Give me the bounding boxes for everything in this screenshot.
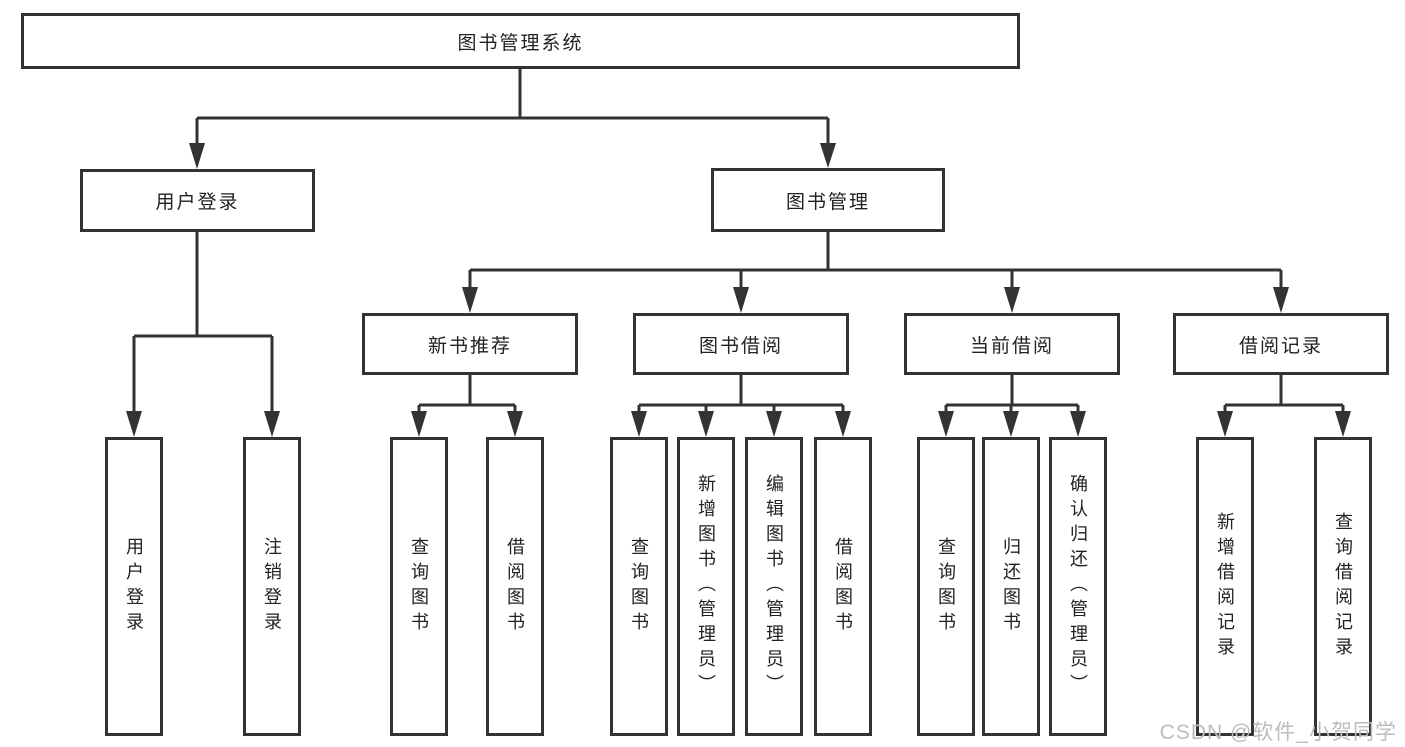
node-leaf-newbooks-query-books-label: 查询图书 (409, 536, 429, 637)
node-borrow-records-label: 借阅记录 (1238, 335, 1323, 357)
node-new-book-recommend: 新书推荐 (362, 313, 578, 375)
node-borrow-records: 借阅记录 (1173, 313, 1389, 375)
node-leaf-newbooks-query-books: 查询图书 (390, 437, 448, 736)
node-root-label: 图书管理系统 (457, 32, 584, 54)
node-leaf-user-login: 用户登录 (105, 437, 163, 736)
node-leaf-edit-books-admin-label: 编辑图书（管理员） (764, 474, 784, 699)
node-leaf-logout-label: 注销登录 (262, 536, 282, 637)
node-leaf-borrowing-borrow-books: 借阅图书 (814, 437, 872, 736)
node-leaf-add-borrow-record: 新增借阅记录 (1196, 437, 1254, 736)
node-leaf-edit-books-admin: 编辑图书（管理员） (745, 437, 803, 736)
node-current-borrowing-label: 当前借阅 (969, 335, 1054, 357)
node-leaf-return-books-label: 归还图书 (1001, 536, 1021, 637)
node-leaf-add-books-admin: 新增图书（管理员） (677, 437, 735, 736)
node-leaf-query-borrow-record-label: 查询借阅记录 (1333, 511, 1353, 662)
node-current-borrowing: 当前借阅 (904, 313, 1120, 375)
node-leaf-add-books-admin-label: 新增图书（管理员） (696, 474, 716, 699)
node-leaf-query-borrow-record: 查询借阅记录 (1314, 437, 1372, 736)
node-book-borrowing-label: 图书借阅 (698, 335, 783, 357)
node-leaf-borrowing-query-books: 查询图书 (610, 437, 668, 736)
node-leaf-confirm-return-admin-label: 确认归还（管理员） (1068, 474, 1088, 699)
node-leaf-current-query-books-label: 查询图书 (936, 536, 956, 637)
node-new-book-recommend-label: 新书推荐 (427, 335, 512, 357)
node-leaf-confirm-return-admin: 确认归还（管理员） (1049, 437, 1107, 736)
node-book-management: 图书管理 (711, 168, 945, 232)
node-book-management-label: 图书管理 (785, 191, 870, 213)
node-leaf-borrowing-borrow-books-label: 借阅图书 (833, 536, 853, 637)
node-leaf-newbooks-borrow-books-label: 借阅图书 (505, 536, 525, 637)
node-leaf-current-query-books: 查询图书 (917, 437, 975, 736)
node-leaf-user-login-label: 用户登录 (124, 536, 144, 637)
node-leaf-borrowing-query-books-label: 查询图书 (629, 536, 649, 637)
csdn-watermark: CSDN @软件_小贺同学 (1159, 721, 1397, 744)
node-root: 图书管理系统 (21, 13, 1020, 69)
node-leaf-logout: 注销登录 (243, 437, 301, 736)
node-leaf-return-books: 归还图书 (982, 437, 1040, 736)
node-leaf-add-borrow-record-label: 新增借阅记录 (1215, 511, 1235, 662)
node-user-login: 用户登录 (80, 169, 315, 232)
node-leaf-newbooks-borrow-books: 借阅图书 (486, 437, 544, 736)
node-book-borrowing: 图书借阅 (633, 313, 849, 375)
node-user-login-label: 用户登录 (155, 192, 240, 213)
